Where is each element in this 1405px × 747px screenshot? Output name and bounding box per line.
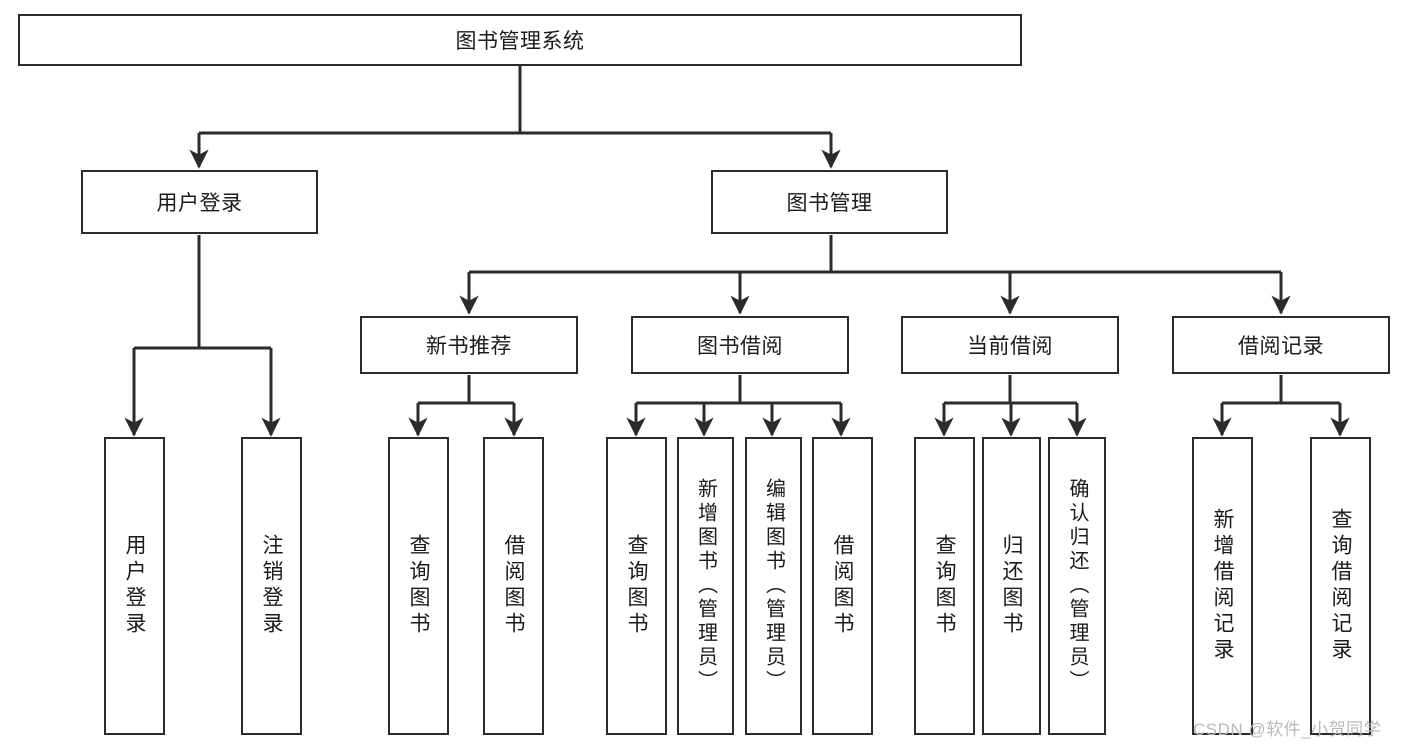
node-leaf-logout[interactable]: 注销登录: [241, 437, 302, 735]
node-leaf-confirm-return-admin-label: 确认归还（管理员）: [1066, 478, 1088, 694]
node-new-book-recommend[interactable]: 新书推荐: [360, 316, 578, 374]
node-new-book-recommend-label: 新书推荐: [426, 335, 512, 358]
node-book-borrow-label: 图书借阅: [697, 335, 783, 358]
node-borrow-record-label: 借阅记录: [1238, 335, 1324, 358]
node-leaf-confirm-return-admin[interactable]: 确认归还（管理员）: [1048, 437, 1106, 735]
node-leaf-current-search-label: 查询图书: [933, 534, 956, 638]
watermark: CSDN @软件_小贺同学: [1193, 720, 1382, 739]
node-borrow-record[interactable]: 借阅记录: [1172, 316, 1390, 374]
node-leaf-borrow-search-label: 查询图书: [625, 534, 648, 638]
node-leaf-add-record[interactable]: 新增借阅记录: [1192, 437, 1253, 735]
node-leaf-borrow-search[interactable]: 查询图书: [606, 437, 667, 735]
node-leaf-borrow-book[interactable]: 借阅图书: [812, 437, 873, 735]
node-leaf-add-book-admin-label: 新增图书（管理员）: [694, 478, 717, 694]
node-leaf-search-record-label: 查询借阅记录: [1329, 508, 1352, 664]
node-leaf-user-login-label: 用户登录: [123, 534, 146, 638]
node-leaf-newbook-search-label: 查询图书: [407, 534, 430, 638]
node-leaf-return-book-label: 归还图书: [1000, 534, 1023, 638]
node-leaf-user-login[interactable]: 用户登录: [104, 437, 165, 735]
node-leaf-add-record-label: 新增借阅记录: [1211, 508, 1234, 664]
node-book-management-label: 图书管理: [786, 192, 873, 215]
node-book-borrow[interactable]: 图书借阅: [631, 316, 849, 374]
node-leaf-logout-label: 注销登录: [260, 534, 283, 638]
node-leaf-edit-book-admin-label: 编辑图书（管理员）: [762, 478, 785, 694]
node-leaf-newbook-borrow[interactable]: 借阅图书: [483, 437, 544, 735]
node-leaf-newbook-search[interactable]: 查询图书: [388, 437, 449, 735]
node-leaf-edit-book-admin[interactable]: 编辑图书（管理员）: [745, 437, 802, 735]
node-current-borrow[interactable]: 当前借阅: [901, 316, 1119, 374]
node-leaf-newbook-borrow-label: 借阅图书: [502, 534, 525, 638]
node-user-login-label: 用户登录: [156, 192, 243, 215]
node-user-login[interactable]: 用户登录: [81, 170, 318, 234]
node-leaf-borrow-book-label: 借阅图书: [831, 534, 854, 638]
node-current-borrow-label: 当前借阅: [967, 335, 1053, 358]
node-leaf-add-book-admin[interactable]: 新增图书（管理员）: [677, 437, 734, 735]
node-leaf-current-search[interactable]: 查询图书: [914, 437, 975, 735]
node-leaf-search-record[interactable]: 查询借阅记录: [1310, 437, 1371, 735]
node-root[interactable]: 图书管理系统: [18, 14, 1022, 66]
node-leaf-return-book[interactable]: 归还图书: [982, 437, 1041, 735]
node-book-management[interactable]: 图书管理: [711, 170, 948, 234]
node-root-label: 图书管理系统: [455, 30, 585, 53]
